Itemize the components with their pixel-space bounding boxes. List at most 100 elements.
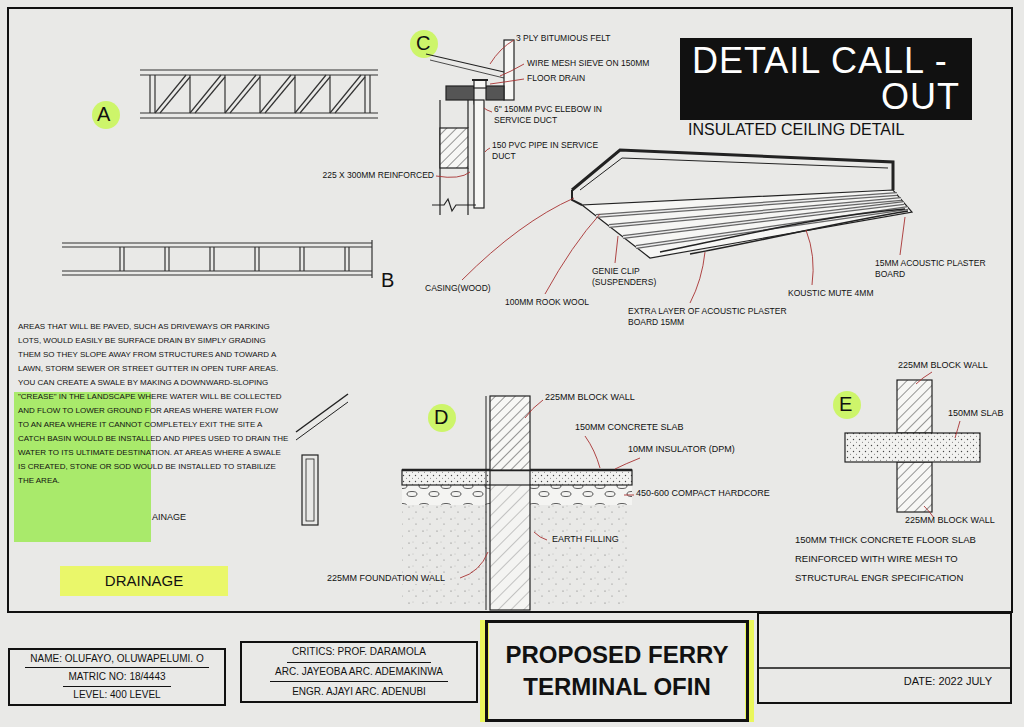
callout-highlight [428, 404, 456, 432]
floor-detail-d [486, 396, 487, 610]
callout-highlight [92, 101, 120, 129]
leader-line [436, 172, 470, 177]
floor-detail-d [402, 505, 490, 605]
truss-a [329, 75, 330, 113]
truss-a [260, 75, 291, 113]
leader-line [690, 252, 705, 303]
part-label: 225 X 300MM REINFORCED [296, 170, 434, 181]
ceiling-detail [572, 150, 893, 190]
truss-a [195, 77, 225, 113]
ladder-truss-b [62, 246, 372, 247]
detail-heading: INSULATED CEILING DETAIL [688, 120, 904, 140]
ladder-truss-b [254, 247, 255, 271]
leader-line [955, 421, 960, 438]
ceiling-detail [572, 150, 912, 258]
truss-a [230, 77, 260, 113]
ladder-truss-b [168, 247, 169, 271]
critics-box: CRITICS: PROF. DARAMOLAARC. JAYEOBA ARC.… [240, 641, 478, 703]
drainage-tag: DRAINAGE [60, 566, 228, 596]
truss-a [140, 112, 378, 113]
part-label: 225MM BLOCK WALL [545, 392, 635, 403]
floor-detail-d [402, 485, 490, 505]
truss-a [155, 75, 186, 113]
part-label: 150MM SLAB [948, 408, 1004, 419]
part-label: GENIE CLIP (SUSPENDERS) [592, 266, 684, 287]
leader-line [490, 40, 514, 64]
truss-a [300, 77, 330, 113]
truss-a [259, 75, 260, 113]
box-row: ENGR. AJAYI ARC. ADENUBI [287, 682, 431, 701]
ladder-truss-b [119, 247, 120, 271]
box-row: CRITICS: PROF. DARAMOLA [287, 643, 431, 663]
truss-a [140, 70, 378, 118]
part-label: 150MM CONCRETE SLAB [575, 422, 684, 433]
floor-detail-e [897, 462, 932, 512]
truss-a [149, 75, 150, 113]
sketch-label: AINAGE [152, 512, 186, 523]
ladder-truss-b [62, 242, 372, 243]
part-label: 225MM BLOCK WALL [898, 360, 988, 371]
truss-a [140, 117, 378, 118]
roof-drain-detail [474, 100, 484, 208]
floor-detail-d [530, 505, 632, 605]
floor-detail-d [490, 485, 530, 610]
callout-letter: A [97, 102, 110, 127]
roof-drain-detail [426, 40, 514, 215]
leader-line [490, 79, 524, 84]
ceiling-detail [582, 190, 912, 258]
drainage-sketch [302, 455, 318, 525]
leader-line [585, 436, 600, 468]
truss-a [160, 77, 190, 113]
floor-detail-d [530, 470, 632, 485]
callout-highlight [410, 30, 438, 58]
drainage-sketch [296, 402, 348, 440]
ladder-truss-b [123, 247, 124, 271]
ceiling-detail [660, 209, 905, 252]
part-label: CASING(WOOD) [425, 283, 491, 294]
truss-a [140, 69, 378, 70]
leader-line [460, 552, 488, 578]
ladder-truss-b [371, 240, 372, 278]
truss-a [224, 75, 225, 113]
drainage-sketch [296, 394, 348, 432]
part-label: WIRE MESH SIEVE ON 150MM [527, 58, 649, 69]
callout-letter: E [839, 392, 852, 417]
truss-a [189, 75, 190, 113]
leader-line [806, 230, 813, 285]
truss-a [369, 75, 370, 113]
floor-detail-e [897, 380, 932, 433]
leader-line [900, 217, 905, 255]
leader-line [462, 198, 574, 280]
roof-drain-detail [440, 128, 468, 168]
leader-line [525, 400, 543, 418]
part-label: 6" 150MM PVC ELEBOW IN SERVICE DUCT [494, 104, 629, 125]
ladder-truss-b [348, 247, 349, 271]
ceiling-detail [636, 208, 908, 247]
leader-line [534, 532, 547, 540]
ladder-truss-b [164, 247, 165, 271]
part-label: 150 PVC PIPE IN SERVICE DUCT [492, 140, 617, 161]
leader-line [624, 495, 634, 496]
part-label: 3 PLY BITUMIOUS FELT [516, 33, 610, 44]
leader-line [500, 64, 524, 76]
roof-drain-detail [486, 86, 504, 100]
sheet-frame [757, 667, 1012, 669]
part-label: 450-600 COMPACT HARDCORE [636, 488, 770, 499]
ladder-truss-b [258, 247, 259, 271]
leader-line [615, 458, 640, 469]
truss-a [330, 75, 361, 113]
floor-detail-d [490, 396, 530, 470]
ceiling-detail [580, 158, 888, 190]
part-label: 225MM BLOCK WALL [905, 515, 995, 526]
box-row: LEVEL: 400 LEVEL [68, 687, 165, 704]
sheet-title: DETAIL CALL -OUT [692, 43, 960, 115]
part-label: EARTH FILLING [550, 534, 621, 545]
ceiling-detail [636, 208, 908, 247]
roof-drain-detail [432, 199, 476, 211]
callout-letter: D [434, 405, 448, 430]
callout-highlight [833, 391, 861, 419]
callout-letter: B [381, 268, 394, 293]
ladder-truss-b [303, 247, 304, 271]
floor-detail-e [845, 433, 980, 462]
